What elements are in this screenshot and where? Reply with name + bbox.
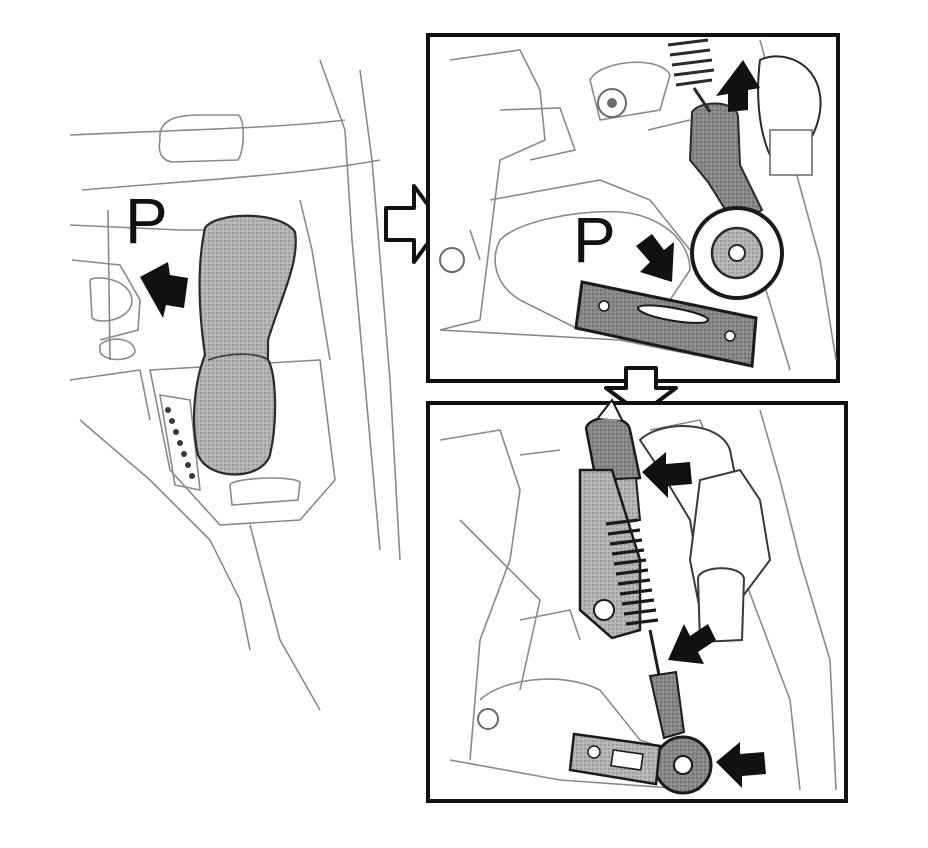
solid-arrow-icon bbox=[716, 60, 760, 112]
solid-arrow-icon bbox=[716, 742, 766, 788]
shift-lever-plate bbox=[578, 468, 642, 640]
cable-end-rod bbox=[648, 670, 686, 740]
gear-shift-lever bbox=[192, 214, 297, 476]
bolt-icon bbox=[439, 247, 465, 273]
detail-panel-top: P bbox=[426, 33, 840, 383]
shifter-position-label: P bbox=[125, 185, 168, 257]
cable-spring-bottom bbox=[605, 518, 659, 626]
cable-spring-top bbox=[667, 38, 715, 87]
detail-position-label: P bbox=[573, 204, 616, 276]
lever-collar bbox=[207, 353, 271, 363]
detail-panel-bottom bbox=[426, 398, 848, 803]
position-plate bbox=[574, 280, 758, 368]
bolt-icon bbox=[597, 88, 627, 118]
bolt-icon bbox=[593, 599, 615, 621]
gear-indicator-strip bbox=[165, 407, 195, 479]
solid-arrow-icon bbox=[140, 262, 188, 318]
solid-arrow-icon bbox=[636, 234, 674, 282]
bolt-center bbox=[607, 98, 617, 108]
solid-arrow-icon bbox=[668, 624, 716, 664]
solid-arrow-icon bbox=[642, 452, 692, 498]
bolt-icon bbox=[477, 708, 499, 730]
shifter-console-view bbox=[69, 59, 401, 711]
